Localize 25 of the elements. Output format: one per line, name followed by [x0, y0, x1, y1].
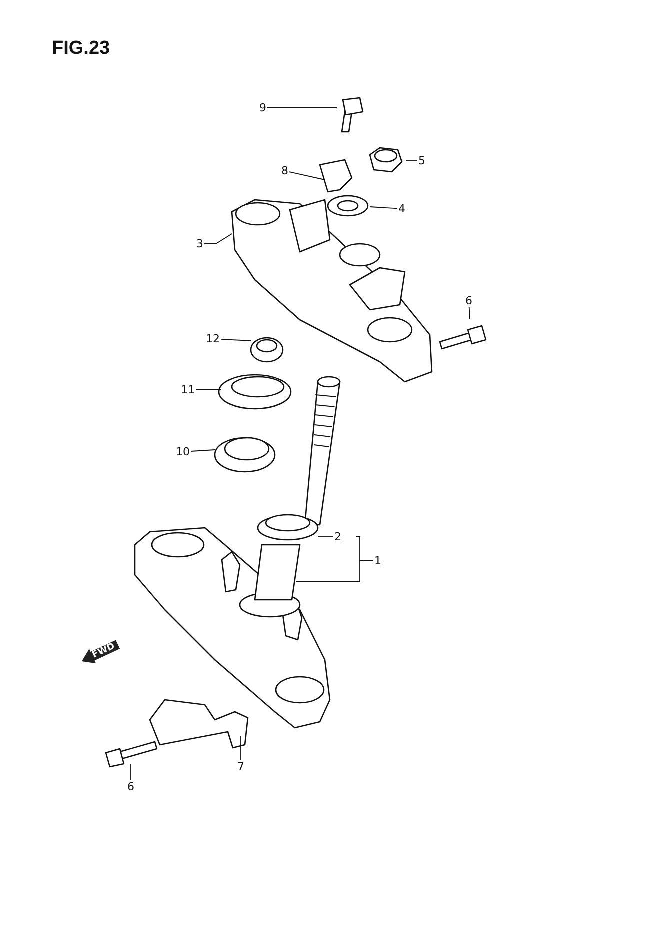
leader-line: [318, 536, 334, 538]
leader-line: [289, 172, 326, 180]
callout-number: 6: [464, 294, 474, 308]
callout-number: 8: [280, 164, 290, 178]
callout-number: 12: [205, 332, 221, 346]
leader-line: [190, 450, 216, 452]
leader-line: [204, 234, 232, 244]
callout-number: 3: [196, 238, 204, 250]
callout-number: 6: [126, 780, 136, 794]
callout-number: 7: [236, 760, 246, 774]
callout-number: 4: [398, 202, 406, 216]
leader-line: [468, 307, 470, 320]
figure-title: FIG.23: [52, 38, 110, 60]
leader-line: [130, 764, 132, 781]
leader-line: [240, 736, 242, 761]
callout-number: 2: [334, 530, 342, 544]
leader-line: [370, 206, 398, 210]
callout-number: 1: [374, 554, 382, 568]
leader-line: [296, 560, 374, 582]
callout-number: 9: [258, 102, 268, 114]
callout-number: 5: [418, 154, 426, 168]
callout-number: 11: [180, 384, 196, 396]
leader-line: [406, 160, 418, 162]
callout-number: 10: [175, 446, 191, 458]
leader-line: [220, 338, 252, 342]
